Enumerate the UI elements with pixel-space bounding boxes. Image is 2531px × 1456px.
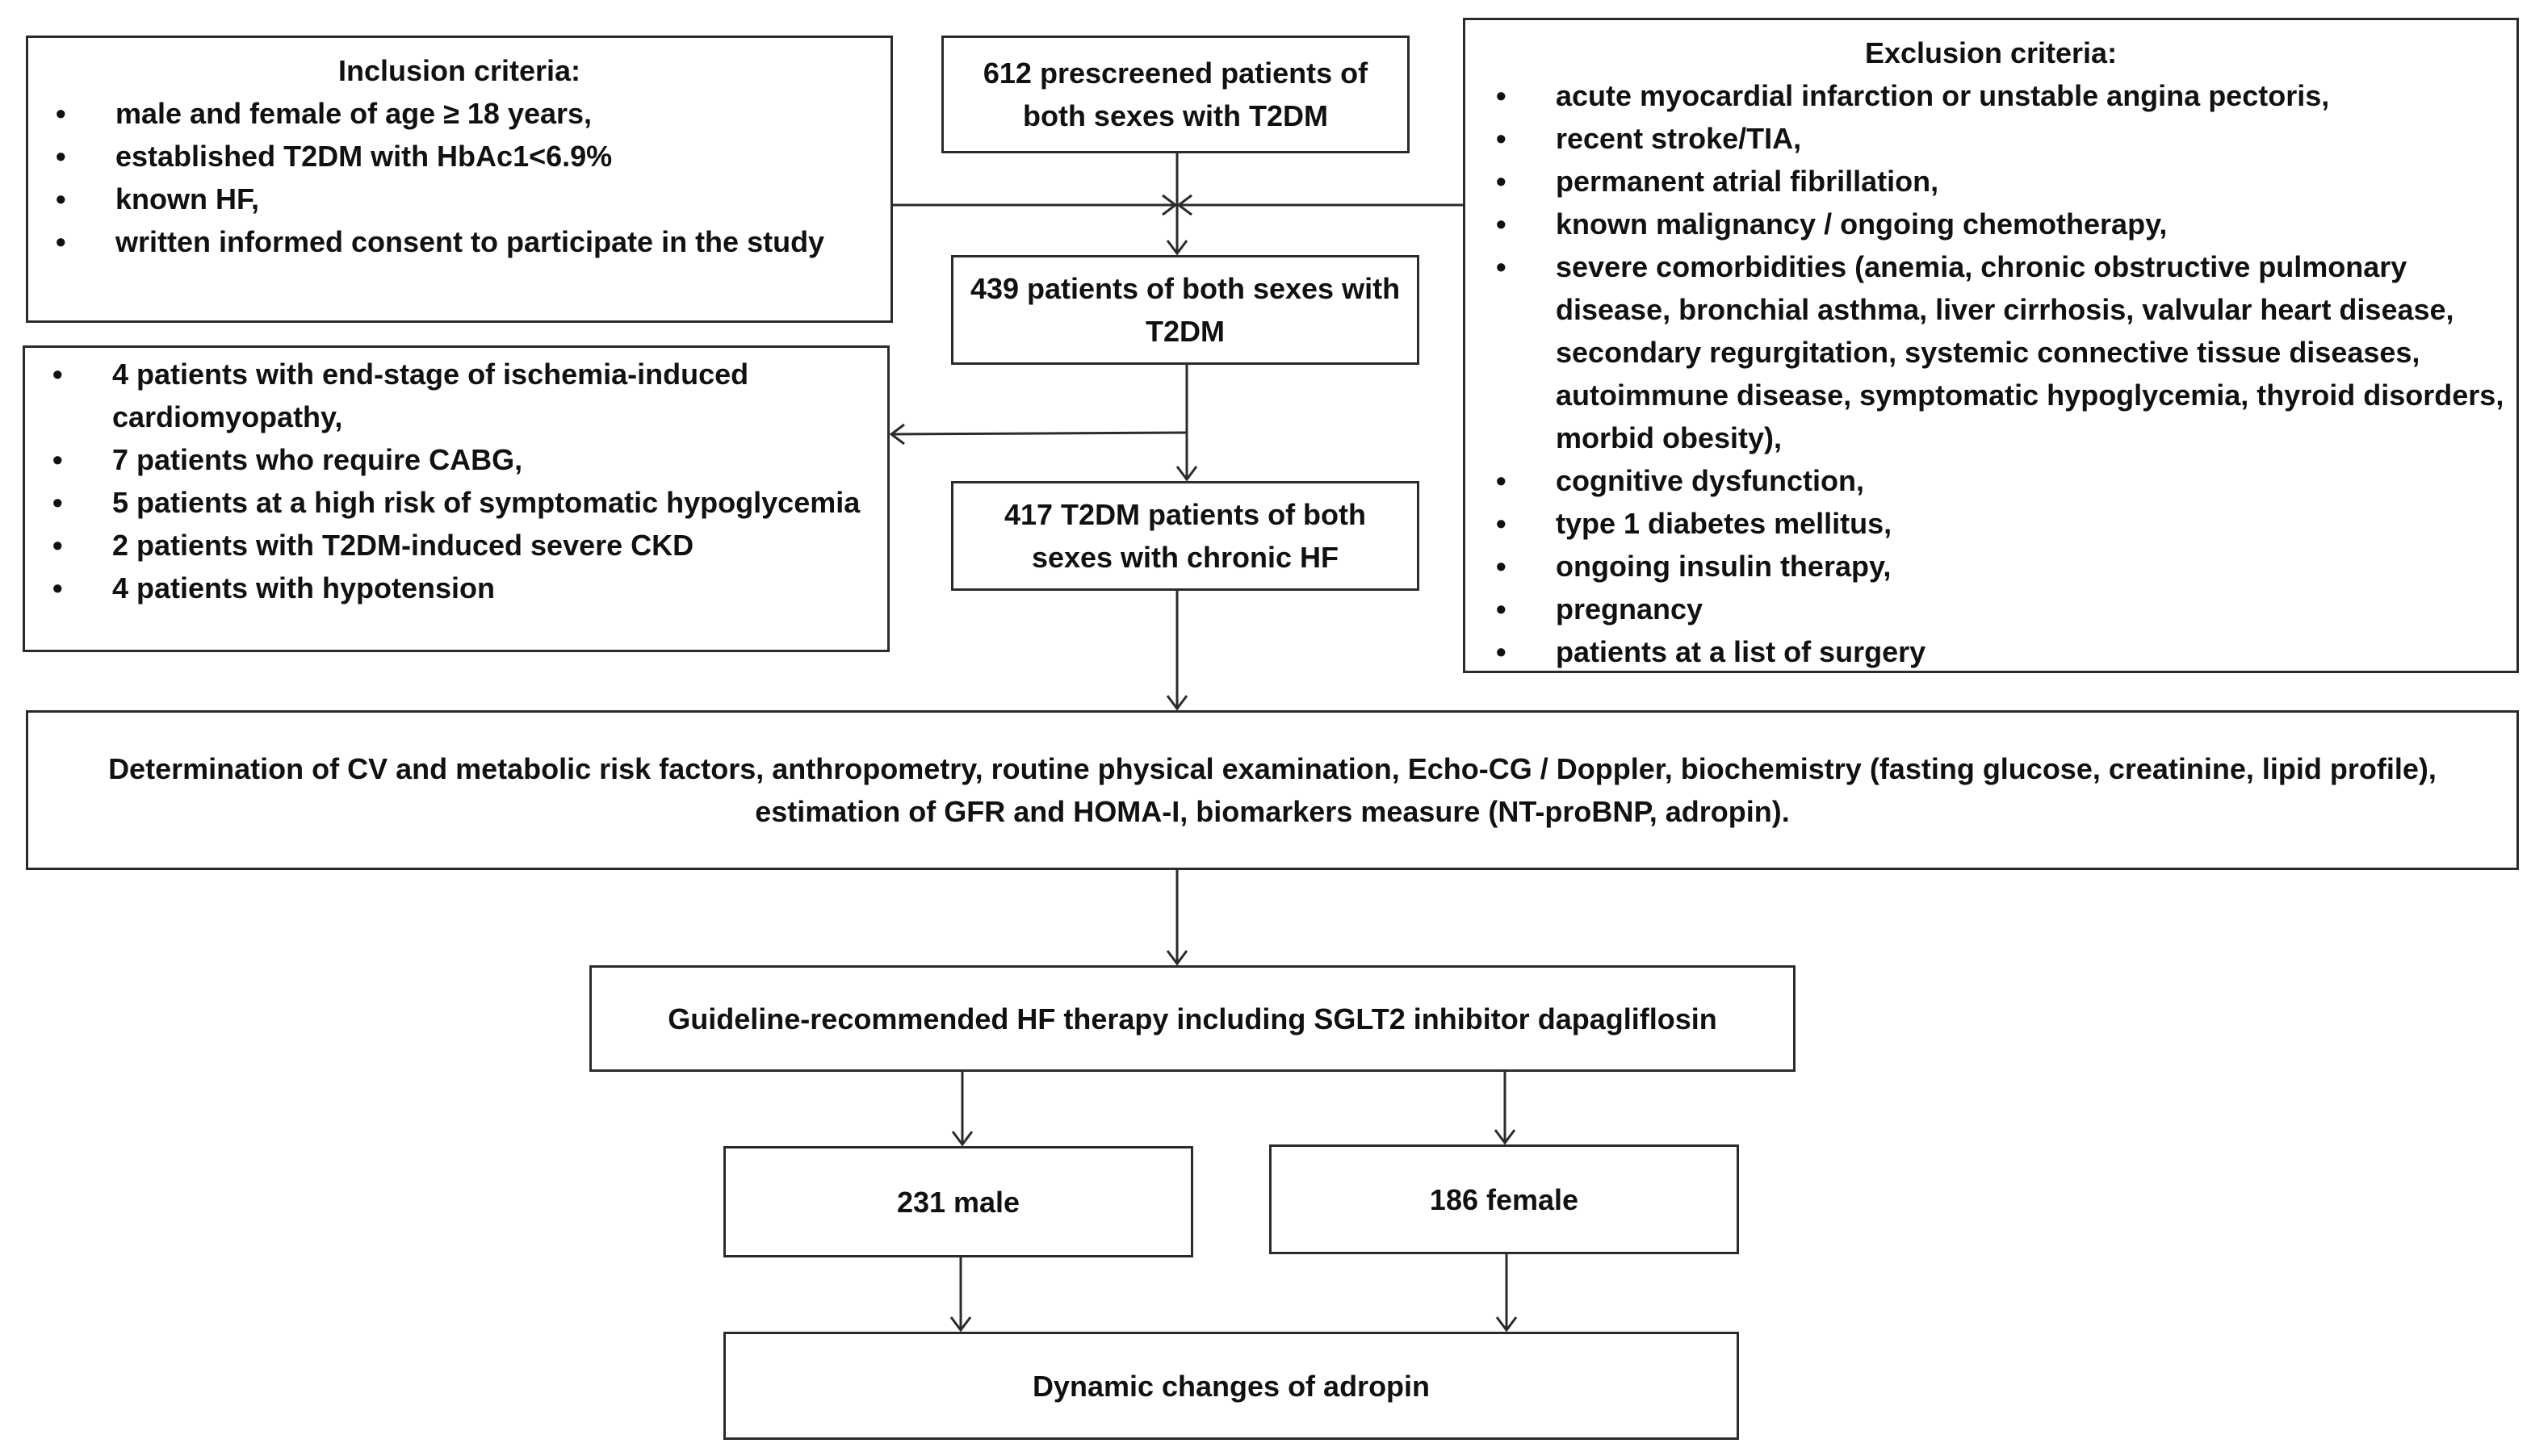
- arrowhead: [949, 1316, 972, 1333]
- determination-text: Determination of CV and metabolic risk f…: [108, 752, 2437, 828]
- inclusion-item: known HF,: [36, 178, 882, 220]
- arrowhead: [1162, 194, 1178, 216]
- exclusion-item: ongoing insulin therapy,: [1477, 545, 2505, 588]
- arrowhead: [1176, 194, 1192, 216]
- arrow-to-excluded: [890, 431, 1188, 436]
- final-cohort-box: 417 T2DM patients of both sexes with chr…: [951, 481, 1419, 591]
- excluded-item: 7 patients who require CABG,: [33, 438, 879, 481]
- exclusion-item: recent stroke/TIA,: [1477, 117, 2505, 160]
- arrowhead: [1166, 695, 1188, 711]
- arrowhead: [889, 423, 905, 446]
- exclusion-item: patients at a list of surgery: [1477, 630, 2505, 673]
- inclusion-criteria-title: Inclusion criteria:: [337, 54, 581, 87]
- female-group-box: 186 female: [1269, 1144, 1739, 1254]
- exclusion-item: pregnancy: [1477, 588, 2505, 630]
- excluded-patients-list: 4 patients with end-stage of ischemia-in…: [33, 353, 879, 609]
- exclusion-item: acute myocardial infarction or unstable …: [1477, 74, 2505, 117]
- therapy-text: Guideline-recommended HF therapy includi…: [668, 1002, 1717, 1036]
- excluded-item: 2 patients with T2DM-induced severe CKD: [33, 524, 879, 567]
- inclusion-item: male and female of age ≥ 18 years,: [36, 92, 882, 135]
- inclusion-criteria-list: male and female of age ≥ 18 years, estab…: [36, 92, 882, 263]
- exclusion-item: known malignancy / ongoing chemotherapy,: [1477, 203, 2505, 245]
- inclusion-item: established T2DM with HbAc1<6.9%: [36, 135, 882, 178]
- arrowhead: [1166, 950, 1188, 966]
- arrowhead: [1494, 1129, 1516, 1145]
- outcome-text: Dynamic changes of adropin: [1032, 1369, 1431, 1403]
- exclusion-criteria-box: Exclusion criteria: acute myocardial inf…: [1463, 18, 2519, 673]
- excluded-item: 5 patients at a high risk of symptomatic…: [33, 481, 879, 524]
- exclusion-criteria-list: acute myocardial infarction or unstable …: [1477, 74, 2505, 673]
- prescreened-patients-text: 612 prescreened patients of both sexes w…: [983, 56, 1368, 132]
- prescreened-patients-box: 612 prescreened patients of both sexes w…: [941, 36, 1410, 153]
- male-group-box: 231 male: [723, 1146, 1193, 1257]
- exclusion-item: severe comorbidities (anemia, chronic ob…: [1477, 245, 2505, 459]
- female-group-text: 186 female: [1429, 1182, 1579, 1216]
- excluded-patients-box: 4 patients with end-stage of ischemia-in…: [23, 345, 890, 652]
- therapy-box: Guideline-recommended HF therapy includi…: [589, 965, 1796, 1072]
- outcome-box: Dynamic changes of adropin: [723, 1332, 1739, 1440]
- excluded-item: 4 patients with end-stage of ischemia-in…: [33, 353, 879, 438]
- enrolled-patients-text: 439 patients of both sexes with T2DM: [970, 272, 1401, 348]
- inclusion-criteria-box: Inclusion criteria: male and female of a…: [26, 36, 893, 323]
- exclusion-criteria-title: Exclusion criteria:: [1864, 36, 2118, 69]
- excluded-item: 4 patients with hypotension: [33, 567, 879, 609]
- final-cohort-text: 417 T2DM patients of both sexes with chr…: [1004, 498, 1367, 574]
- determination-box: Determination of CV and metabolic risk f…: [26, 710, 2519, 870]
- exclusion-item: cognitive dysfunction,: [1477, 459, 2505, 502]
- inclusion-item: written informed consent to participate …: [36, 220, 882, 263]
- arrowhead: [1166, 240, 1188, 256]
- exclusion-item: permanent atrial fibrillation,: [1477, 160, 2505, 203]
- male-group-text: 231 male: [896, 1185, 1020, 1219]
- enrolled-patients-box: 439 patients of both sexes with T2DM: [951, 255, 1419, 365]
- arrowhead: [951, 1131, 974, 1147]
- exclusion-item: type 1 diabetes mellitus,: [1477, 502, 2505, 545]
- arrowhead: [1495, 1316, 1518, 1333]
- arrowhead: [1175, 466, 1198, 482]
